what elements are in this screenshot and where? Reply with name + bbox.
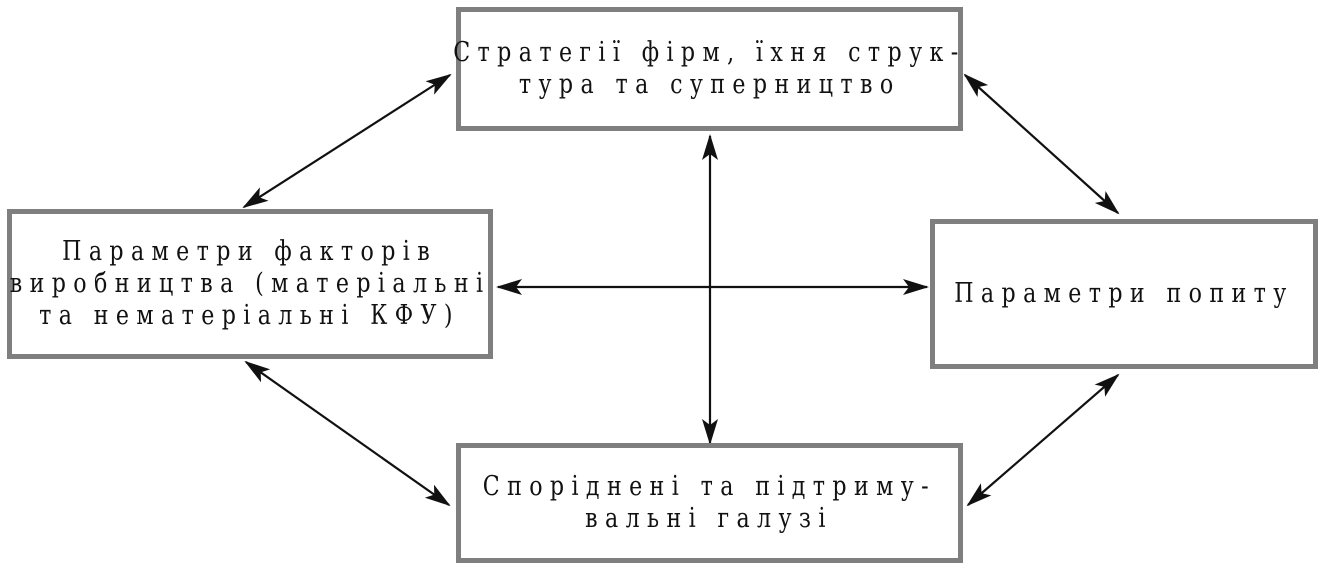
box-factor-conditions: Параметри факторів виробництва (матеріал… bbox=[7, 209, 493, 359]
box-firm-strategy: Стратегії фірм, їхня струк- тура та супе… bbox=[453, 7, 966, 131]
box-related-industries-line-1: Споріднені та підтриму- bbox=[482, 471, 937, 503]
arrow-left-top bbox=[242, 73, 452, 209]
box-firm-strategy-line-2: тура та суперництво bbox=[518, 69, 901, 100]
box-demand-conditions: Параметри попиту bbox=[930, 219, 1318, 369]
box-factor-conditions-line-2: виробництва (матеріальні bbox=[9, 268, 491, 300]
box-related-industries: Споріднені та підтриму- вальні галузі bbox=[456, 443, 963, 563]
box-firm-strategy-line-1: Стратегії фірм, їхня струк- bbox=[453, 37, 966, 69]
box-factor-conditions-line-1: Параметри факторів bbox=[62, 236, 438, 268]
arrow-left-bottom bbox=[244, 360, 451, 507]
box-demand-conditions-line-1: Параметри попиту bbox=[954, 278, 1294, 310]
box-related-industries-line-2: вальні галузі bbox=[585, 503, 834, 534]
box-factor-conditions-line-3: та нематеріальні КФУ) bbox=[39, 299, 461, 331]
arrow-top-right bbox=[963, 73, 1120, 215]
arrow-right-bottom bbox=[966, 373, 1120, 507]
